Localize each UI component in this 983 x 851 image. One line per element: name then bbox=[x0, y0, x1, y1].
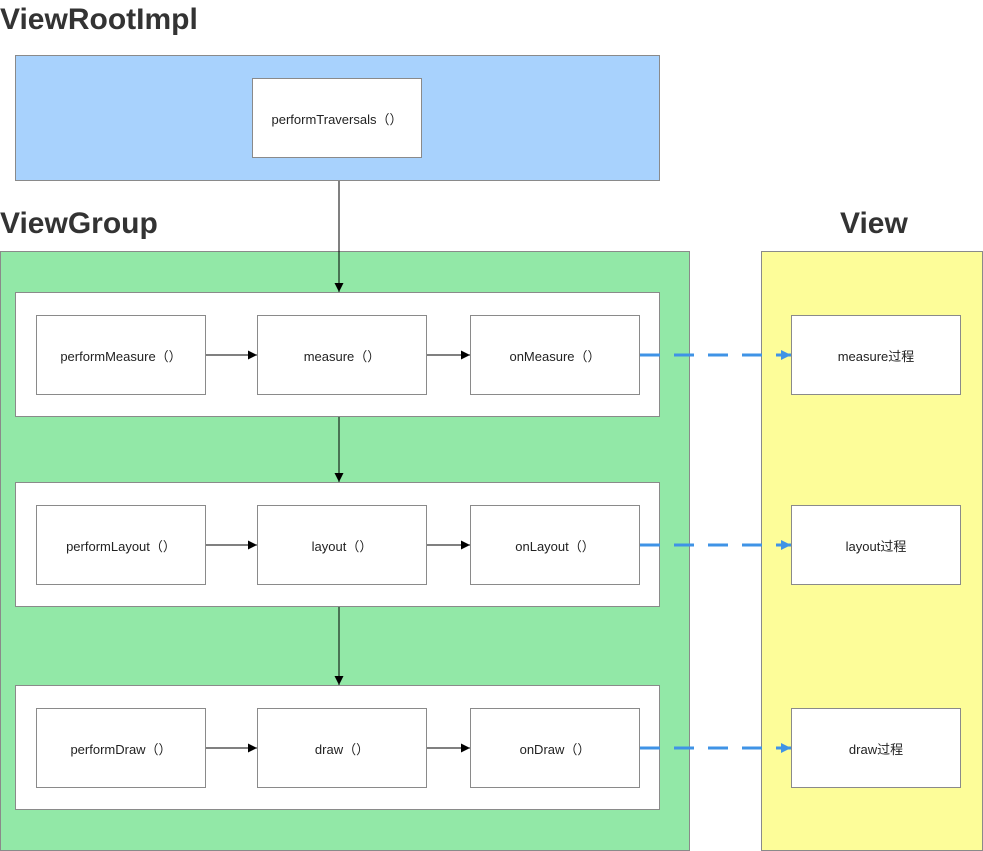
perform-measure-node: performMeasure（） bbox=[36, 315, 206, 395]
viewrootimpl-region bbox=[15, 55, 660, 181]
viewgroup-title: ViewGroup bbox=[0, 207, 158, 240]
perform-traversals-node: performTraversals（） bbox=[252, 78, 422, 158]
view-layout-step: layout过程 bbox=[791, 505, 961, 585]
view-draw-step: draw过程 bbox=[791, 708, 961, 788]
view-title: View bbox=[840, 207, 908, 240]
on-measure-node: onMeasure（） bbox=[470, 315, 640, 395]
perform-layout-node: performLayout（） bbox=[36, 505, 206, 585]
draw-node: draw（） bbox=[257, 708, 427, 788]
view-measure-step: measure过程 bbox=[791, 315, 961, 395]
viewrootimpl-title: ViewRootImpl bbox=[0, 3, 198, 36]
perform-draw-node: performDraw（） bbox=[36, 708, 206, 788]
on-layout-node: onLayout（） bbox=[470, 505, 640, 585]
measure-node: measure（） bbox=[257, 315, 427, 395]
on-draw-node: onDraw（） bbox=[470, 708, 640, 788]
layout-node: layout（） bbox=[257, 505, 427, 585]
